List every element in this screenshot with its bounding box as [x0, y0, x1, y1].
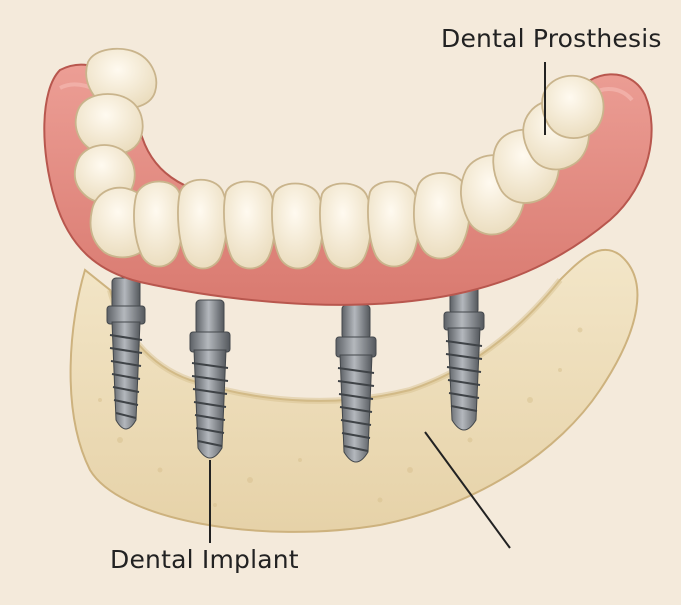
- implant-1: [106, 277, 146, 430]
- implant-2: [189, 299, 231, 459]
- jaw-bone: [69, 248, 639, 533]
- implant-3: [335, 304, 377, 463]
- dental-prosthesis-label: Dental Prosthesis: [441, 24, 662, 53]
- bone-leader-line: [424, 431, 511, 549]
- prosthesis-teeth: [73, 47, 605, 270]
- dental-implant-label: Dental Implant: [110, 545, 299, 574]
